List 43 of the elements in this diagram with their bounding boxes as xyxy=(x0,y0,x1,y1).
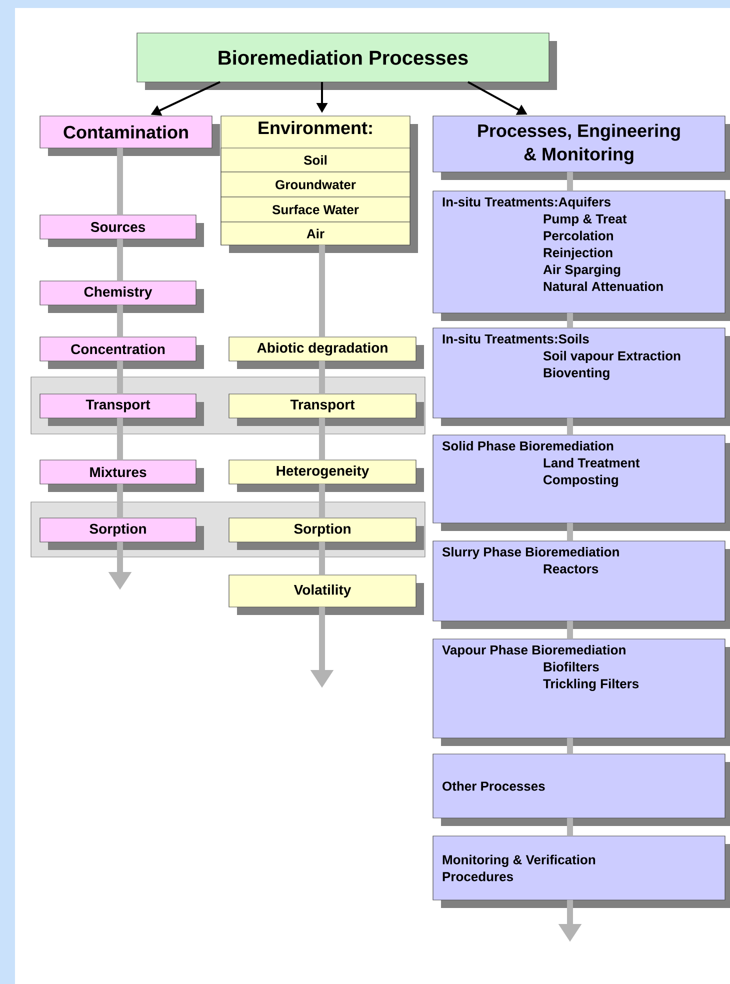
process-box: Vapour Phase Bioremediation Biofilters Trickling Filters xyxy=(432,638,730,746)
item-box: Transport xyxy=(40,394,204,426)
connector-line xyxy=(567,621,573,639)
item-box: Volatility xyxy=(228,574,424,615)
item-box: Sources xyxy=(40,214,204,247)
category-box: Processes, Engineering & Monitoring xyxy=(432,116,730,180)
item-box: Sorption xyxy=(228,518,424,550)
item-box: Mixtures xyxy=(40,460,204,492)
table-cell: Groundwater xyxy=(220,172,410,198)
table-cell: Surface Water xyxy=(220,196,410,222)
connector-line xyxy=(117,239,123,281)
connector-line xyxy=(567,738,573,754)
process-box: In-situ Treatments:Soils Soil vapour Extraction Bioventing xyxy=(432,328,730,426)
connector-line xyxy=(117,148,123,215)
item-box: Heterogeneity xyxy=(228,460,424,492)
connector-line xyxy=(319,484,325,518)
connector-line xyxy=(117,418,123,460)
connector-line xyxy=(567,523,573,541)
title-box: Bioremediation Processes xyxy=(136,32,557,90)
connector-line xyxy=(319,418,325,460)
process-box: Slurry Phase Bioremediation Reactors xyxy=(432,540,730,629)
item-box: Transport xyxy=(228,394,424,426)
connector-line xyxy=(319,542,325,575)
table-cell: Soil xyxy=(220,148,410,172)
process-box: Other Processes xyxy=(432,754,730,826)
process-box: In-situ Treatments:Aquifers Pump & Treat Percolation Reinjection Air Sparging Natural Attenuation xyxy=(432,190,730,321)
process-box: Monitoring & Verification Procedures xyxy=(432,836,730,908)
category-box: Contamination xyxy=(40,116,220,156)
item-box: Concentration xyxy=(40,336,204,369)
connector-line xyxy=(567,818,573,836)
process-box: Solid Phase Bioremediation Land Treatment Composting xyxy=(432,434,730,531)
connector-line xyxy=(117,361,123,394)
connector-line xyxy=(117,305,123,337)
item-box: Sorption xyxy=(40,518,204,550)
connector-line xyxy=(319,361,325,394)
connector-line xyxy=(567,172,573,191)
connector-line xyxy=(117,484,123,518)
connector-line xyxy=(567,418,573,435)
item-box: Abiotic degradation xyxy=(228,336,424,369)
table-cell: Air xyxy=(220,222,410,246)
connector-line xyxy=(319,245,325,337)
connector-line xyxy=(567,313,573,328)
item-box: Chemistry xyxy=(40,280,204,313)
